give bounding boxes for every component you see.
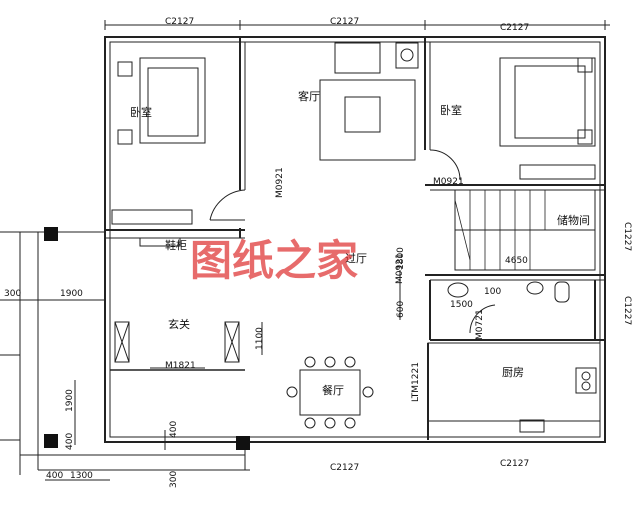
foyer-cabinet-right xyxy=(224,321,240,363)
door-code-kitchen: LTM1221 xyxy=(411,362,421,402)
living-door-swing xyxy=(209,189,246,221)
basin xyxy=(447,282,469,298)
label-foyer: 玄关 xyxy=(168,317,190,331)
shoe-cabinet xyxy=(139,237,181,247)
label-shoe-cabinet: 鞋柜 xyxy=(165,238,187,252)
window-code-bottom-right: C2127 xyxy=(500,459,529,469)
dim-100: 100 xyxy=(484,287,501,297)
bath-door-swing xyxy=(469,304,496,334)
door-code-entrance: M1821 xyxy=(165,361,196,371)
dim-300-bottom: 300 xyxy=(169,471,179,488)
dim-1500: 1500 xyxy=(450,300,473,310)
window-code-top-left: C2127 xyxy=(165,17,194,27)
wardrobe-left xyxy=(111,209,193,225)
dim-1900-top: 1900 xyxy=(60,289,83,299)
stove xyxy=(575,367,597,394)
kitchen-counter xyxy=(427,342,601,422)
column-3 xyxy=(236,436,250,450)
bed-left xyxy=(139,57,206,144)
dim-400-b: 400 xyxy=(169,421,179,438)
window-code-top-right: C2127 xyxy=(500,23,529,33)
bedroom-right-door-swing xyxy=(429,149,461,181)
sofa xyxy=(319,79,416,161)
label-stair-dim: 4650 xyxy=(505,256,528,266)
window-code-right-lower: C1227 xyxy=(622,296,632,325)
armchair xyxy=(334,42,381,74)
dim-1900-side: 1900 xyxy=(65,389,75,412)
foyer-cabinet-left xyxy=(114,321,130,363)
window-code-top-mid: C2127 xyxy=(330,17,359,27)
dining-table xyxy=(299,369,361,416)
window-code-right-upper: C1227 xyxy=(622,222,632,251)
door-code-living: M0921 xyxy=(275,167,285,198)
dim-300-left: 300 xyxy=(4,289,21,299)
toilet xyxy=(554,281,570,303)
label-bedroom-right: 卧室 xyxy=(440,103,462,117)
sink xyxy=(519,419,545,433)
dim-1300: 1300 xyxy=(70,471,93,481)
side-table xyxy=(395,42,419,69)
label-kitchen: 厨房 xyxy=(502,366,524,379)
column-2 xyxy=(44,434,58,448)
label-living-room: 客厅 xyxy=(298,89,320,103)
wardrobe-right xyxy=(519,164,596,180)
label-bedroom-left: 卧室 xyxy=(130,105,152,119)
watermark: 图纸之家 xyxy=(190,236,358,285)
window-code-bottom-mid: C2127 xyxy=(330,463,359,473)
column-1 xyxy=(44,227,58,241)
dim-1100: 1100 xyxy=(255,327,265,350)
dim-600: 600 xyxy=(396,301,406,318)
exterior-wall-inner xyxy=(109,41,601,438)
label-storage: 储物间 xyxy=(557,213,590,227)
dim-1800: 1800 xyxy=(396,247,406,270)
dim-400-a: 400 xyxy=(65,433,75,450)
door-code-bedroom-right: M0921 xyxy=(433,177,464,187)
label-dining: 餐厅 xyxy=(322,383,344,397)
basin-2 xyxy=(526,281,544,295)
door-code-kitchen-side: M0721 xyxy=(475,309,485,340)
exterior-wall xyxy=(104,36,606,443)
dim-400-c: 400 xyxy=(46,471,63,481)
door-code-stair-side: M0921 xyxy=(395,253,405,284)
bed-right xyxy=(499,57,596,147)
label-hall: 过厅 xyxy=(345,252,367,265)
